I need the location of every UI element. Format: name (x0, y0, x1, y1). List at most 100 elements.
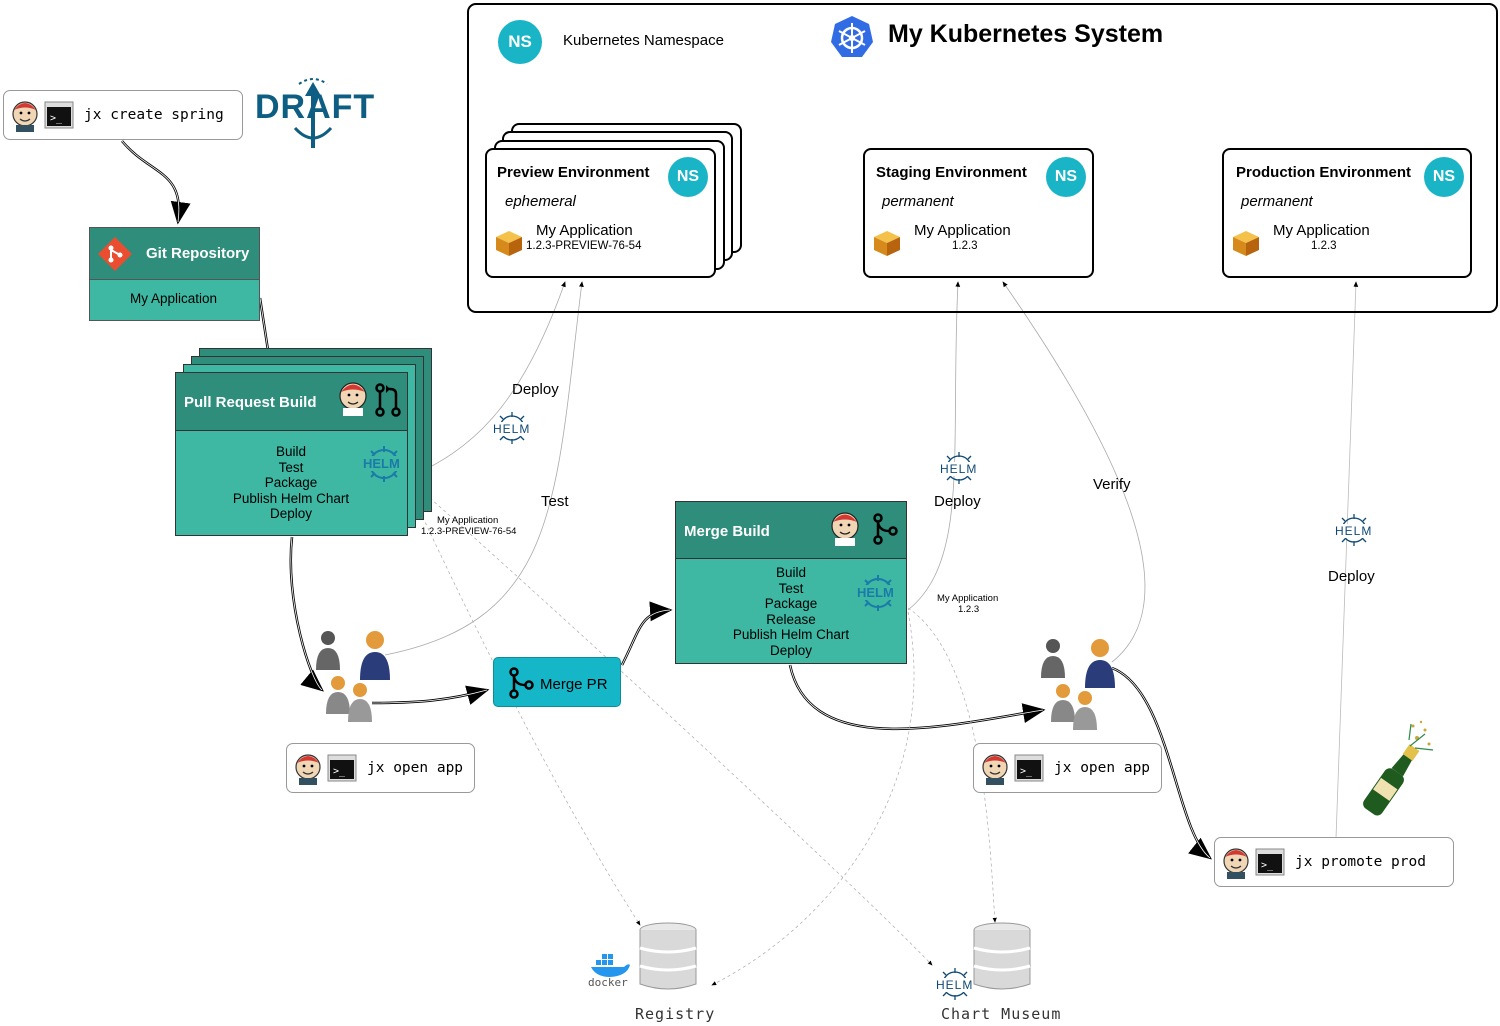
merge-step-deploy: Deploy (769, 642, 813, 658)
line-verify-staging (1002, 281, 1146, 663)
dash-pr-to-museum (429, 497, 933, 966)
merge-pr-label: Merge PR (540, 676, 608, 693)
staging-ns-badge: NS (1046, 157, 1086, 197)
helm-icon: HELM (939, 450, 979, 486)
command-text: jx create spring (84, 107, 224, 123)
merge-step-test: Test (778, 580, 804, 596)
pr-step-package: Package (264, 475, 318, 491)
chart-museum-label: Chart Museum (941, 1005, 1062, 1023)
svg-text:>_: >_ (50, 113, 63, 124)
merge-icon (509, 667, 534, 699)
production-env-title: Production Environment (1236, 164, 1412, 181)
registry-label: Registry (635, 1005, 716, 1023)
staging-env-title: Staging Environment (876, 164, 1027, 181)
merge-step-release: Release (766, 611, 816, 627)
command-text: jx open app (1054, 760, 1151, 776)
production-env-app: My Application (1273, 222, 1370, 239)
flow-mergepr-to-build (620, 601, 673, 666)
git-repository-app: My Application (130, 291, 218, 306)
dash-pr-to-registry (409, 489, 641, 926)
helm-text: HELM (940, 462, 978, 476)
helm-text: HELM (493, 422, 531, 436)
people-icon (1041, 639, 1115, 730)
staging-env-version: 1.2.3 (952, 240, 978, 252)
person-2 (360, 631, 390, 680)
merge-build-header: Merge Build (675, 501, 907, 559)
preview-ns-badge: NS (668, 157, 708, 197)
champagne-icon (1363, 720, 1434, 816)
staging-env-app: My Application (914, 222, 1011, 239)
preview-env-version: 1.2.3-PREVIEW-76-54 (526, 240, 642, 252)
production-env-kind: permanent (1241, 193, 1313, 210)
flow-build-to-people (788, 664, 1046, 731)
command-text: jx promote prod (1295, 854, 1426, 870)
namespace-legend-badge: NS (498, 20, 542, 64)
pr-step-test: Test (278, 459, 304, 475)
dash-merge-to-registry (711, 611, 915, 986)
test-label: Test (541, 493, 569, 510)
production-ns-badge: NS (1424, 157, 1464, 197)
pr-build-steps: Build Test Package Publish Helm Chart De… (176, 444, 406, 522)
jenkins-icon (1223, 848, 1249, 879)
people-icon (316, 631, 390, 722)
pr-step-build: Build (275, 444, 307, 459)
person-2 (1085, 639, 1115, 688)
merge-pr-button[interactable]: Merge PR (493, 657, 621, 707)
staging-environment (863, 148, 1094, 278)
helm-icon: HELM (1334, 512, 1374, 548)
deploy-prod-label: Deploy (1328, 568, 1375, 585)
jenkins-icon (982, 754, 1008, 785)
git-repository-header: Git Repository (89, 227, 260, 280)
person-3 (326, 676, 350, 714)
person-4 (1073, 691, 1097, 730)
line-test-preview (384, 281, 584, 656)
terminal-icon: >_ (1014, 754, 1044, 782)
line-deploy-staging (907, 281, 961, 611)
kubernetes-icon (831, 16, 873, 57)
database-icon (639, 922, 697, 990)
draft-logo-text: DRAFT (255, 88, 376, 126)
jx-promote-prod-command[interactable]: >_ jx promote prod (1214, 837, 1454, 887)
package-icon (874, 231, 900, 256)
jx-create-spring-command[interactable]: >_ jx create spring (3, 90, 243, 140)
pull-request-icon (375, 383, 401, 417)
database-icon (973, 922, 1031, 990)
jenkins-icon (295, 754, 321, 785)
merge-build-body: Build Test Package Release Publish Helm … (675, 559, 907, 664)
git-icon (98, 237, 132, 271)
helm-text: HELM (857, 585, 894, 600)
pr-step-publish: Publish Helm Chart (232, 490, 350, 506)
person-3 (1051, 684, 1075, 722)
helm-text: HELM (363, 456, 400, 471)
merge-build-steps: Build Test Package Release Publish Helm … (676, 565, 906, 659)
helm-icon: HELM (935, 966, 975, 1002)
package-icon (496, 231, 522, 256)
pr-build-body: Build Test Package Publish Helm Chart De… (175, 431, 408, 536)
merge-build-title: Merge Build (684, 523, 770, 540)
pr-artifact-version: 1.2.3-PREVIEW-76-54 (421, 526, 517, 537)
jenkins-icon (831, 512, 859, 546)
helm-icon: HELM (362, 445, 406, 483)
preview-env-kind: ephemeral (505, 193, 576, 210)
jx-open-app-command-1[interactable]: >_ jx open app (286, 743, 475, 793)
deploy-staging-label: Deploy (934, 493, 981, 510)
pr-step-deploy: Deploy (269, 506, 313, 522)
helm-text: HELM (936, 978, 974, 992)
terminal-icon: >_ (44, 101, 74, 129)
jx-open-app-command-2[interactable]: >_ jx open app (973, 743, 1162, 793)
merge-icon (873, 513, 898, 545)
merge-artifact-app: My Application (937, 593, 999, 604)
svg-text:>_: >_ (1020, 766, 1033, 777)
deploy-preview-label: Deploy (512, 381, 559, 398)
svg-text:>_: >_ (1261, 860, 1274, 871)
person-1 (316, 631, 340, 670)
merge-step-publish: Publish Helm Chart (732, 627, 850, 643)
production-env-version: 1.2.3 (1311, 240, 1337, 252)
terminal-icon: >_ (327, 754, 357, 782)
merge-step-package: Package (764, 596, 818, 612)
jenkins-icon (339, 382, 367, 416)
namespace-legend-label: Kubernetes Namespace (563, 32, 724, 49)
merge-artifact-version: 1.2.3 (958, 604, 980, 615)
system-title: My Kubernetes System (888, 20, 1164, 48)
person-4 (348, 683, 372, 722)
